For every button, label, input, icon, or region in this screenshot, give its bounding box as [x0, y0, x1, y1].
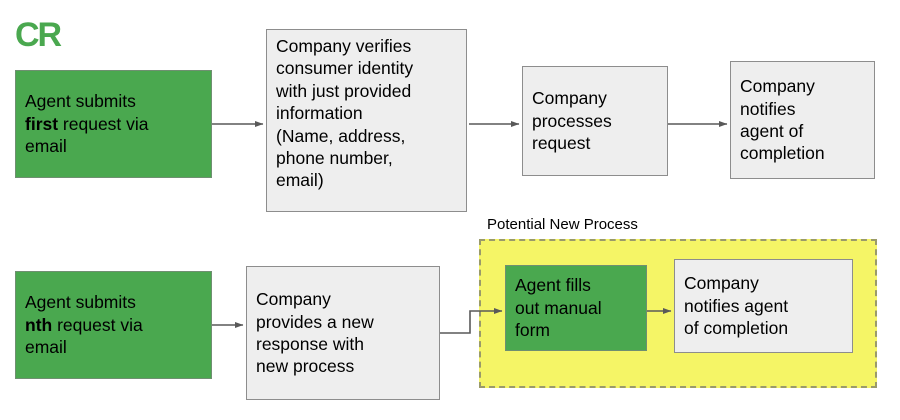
- node-label: Agent fills out manual form: [515, 275, 602, 341]
- node-label: Agent submits nth request via email: [25, 292, 143, 358]
- node-agent-fills-manual-form[interactable]: Agent fills out manual form: [505, 265, 647, 351]
- node-agent-submits-nth-request[interactable]: Agent submits nth request via email: [15, 271, 212, 379]
- node-label: Company processes request: [532, 88, 612, 154]
- node-label: Company notifies agent of completion: [740, 76, 825, 164]
- node-company-notifies-agent-bottom[interactable]: Company notifies agent of completion: [674, 259, 853, 353]
- node-company-processes-request[interactable]: Company processes request: [522, 66, 668, 176]
- node-label: Company verifies consumer identity with …: [276, 36, 414, 191]
- node-label: Agent submits first request via email: [25, 91, 149, 157]
- node-company-verifies-identity[interactable]: Company verifies consumer identity with …: [266, 29, 467, 212]
- emphasis-nth: nth: [25, 314, 53, 335]
- cr-logo: CR: [15, 16, 62, 54]
- emphasis-first: first: [25, 113, 59, 134]
- node-label: Company notifies agent of completion: [684, 273, 789, 339]
- node-agent-submits-first-request[interactable]: Agent submits first request via email: [15, 70, 212, 178]
- node-company-provides-new-response[interactable]: Company provides a new response with new…: [246, 266, 440, 400]
- potential-new-process-label: Potential New Process: [487, 216, 638, 233]
- node-label: Company provides a new response with new…: [256, 289, 374, 377]
- node-company-notifies-agent-top[interactable]: Company notifies agent of completion: [730, 61, 875, 179]
